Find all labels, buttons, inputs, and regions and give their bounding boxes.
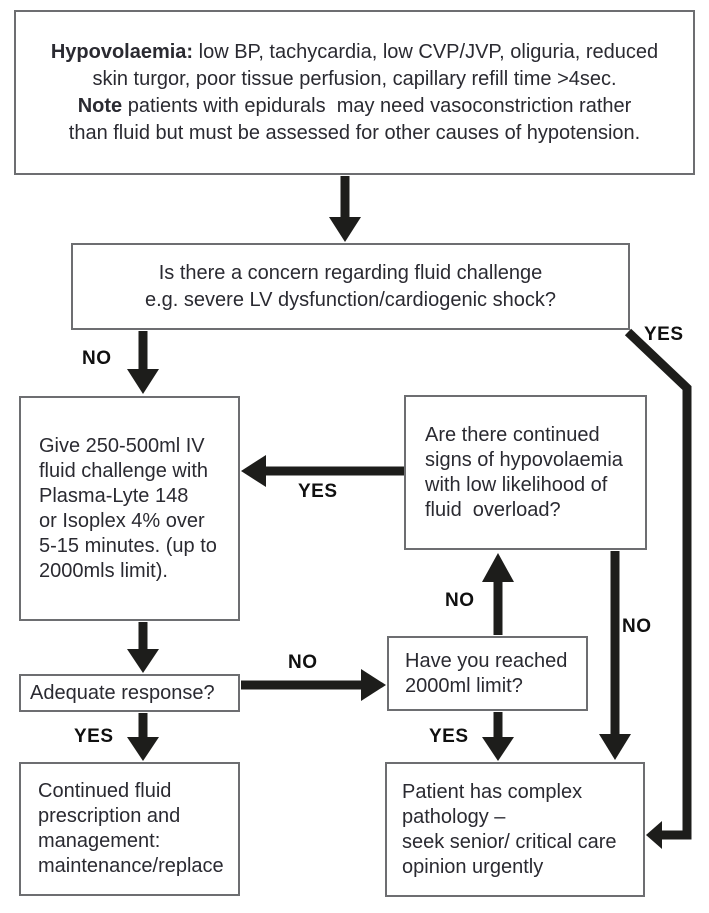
arrow-info-to-concern bbox=[329, 176, 361, 242]
node-give-fluid-challenge: Give 250-500ml IV fluid challenge with P… bbox=[19, 396, 240, 621]
label-continued-yes: YES bbox=[298, 481, 338, 502]
label-reached-yes: YES bbox=[429, 726, 469, 747]
arrow-adequate-no-to-reached bbox=[241, 669, 386, 701]
arrow-reached-no-to-continued bbox=[482, 553, 514, 635]
label-concern-yes: YES bbox=[644, 324, 684, 345]
label-continued-no: NO bbox=[622, 616, 652, 637]
node-concern-question: Is there a concern regarding fluid chall… bbox=[71, 243, 630, 330]
label-adequate-no: NO bbox=[288, 652, 318, 673]
node-complex-pathology: Patient has complex pathology – seek sen… bbox=[385, 762, 645, 897]
bold-term: Hypovolaemia: bbox=[50, 40, 194, 63]
arrow-adequate-yes-to-maintain bbox=[127, 713, 159, 761]
label-adequate-yes: YES bbox=[74, 726, 114, 747]
arrow-continued-no-to-complex bbox=[599, 551, 631, 760]
node-continued-prescription: Continued fluid prescription and managem… bbox=[19, 762, 240, 896]
label-reached-no: NO bbox=[445, 590, 475, 611]
label-concern-no: NO bbox=[82, 348, 112, 369]
node-adequate-response-question: Adequate response? bbox=[19, 674, 240, 712]
arrow-reached-yes-to-complex bbox=[482, 712, 514, 761]
arrow-give-to-adequate bbox=[127, 622, 159, 673]
arrow-continued-yes-to-give bbox=[241, 455, 404, 487]
node-reached-limit-question: Have you reached 2000ml limit? bbox=[387, 636, 588, 711]
arrow-concern-yes-to-complex bbox=[624, 328, 692, 849]
node-continued-hypovolaemia-question: Are there continued signs of hypovolaemi… bbox=[404, 395, 647, 550]
node-hypovolaemia-definition: Hypovolaemia: low BP, tachycardia, low C… bbox=[14, 10, 695, 175]
arrow-concern-no-to-give bbox=[127, 331, 159, 394]
bold-term: Note bbox=[77, 94, 123, 117]
